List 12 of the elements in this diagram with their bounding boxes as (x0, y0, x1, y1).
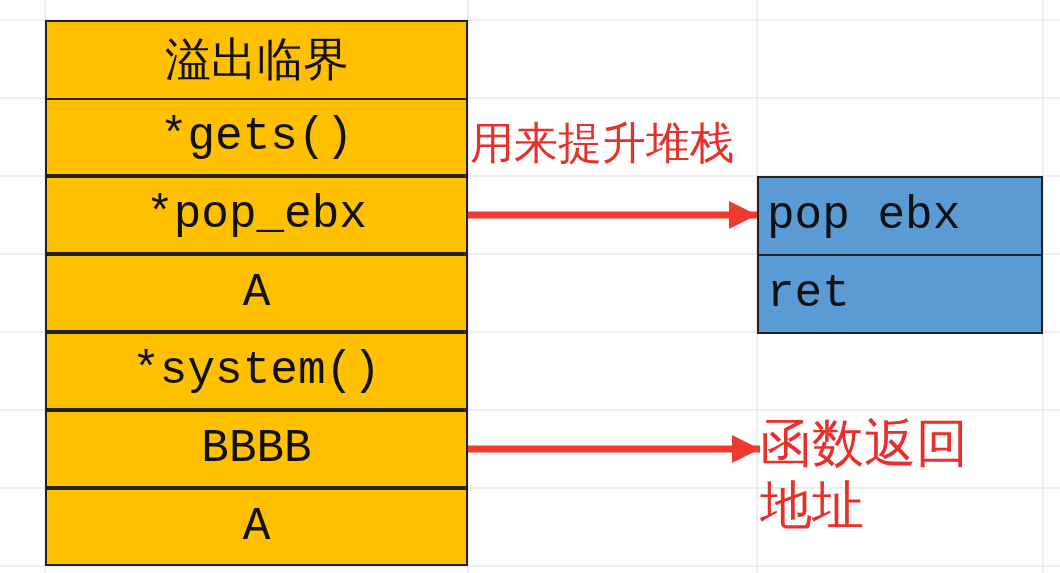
instruction-cell: ret (757, 254, 1043, 334)
stack-cell: A (45, 254, 468, 332)
arrow (468, 201, 757, 229)
stack-cell: *gets() (45, 98, 468, 176)
edge-label: 用来提升堆栈 (470, 119, 734, 168)
stack-cell: *pop_ebx (45, 176, 468, 254)
instruction-cell: pop ebx (757, 176, 1043, 256)
stack-cell: *system() (45, 332, 468, 410)
stack-cell: BBBB (45, 410, 468, 488)
annotation-text: 函数返回地址 (760, 412, 1000, 547)
stack-cell: A (45, 488, 468, 566)
stack-cell: 溢出临界 (45, 20, 468, 100)
